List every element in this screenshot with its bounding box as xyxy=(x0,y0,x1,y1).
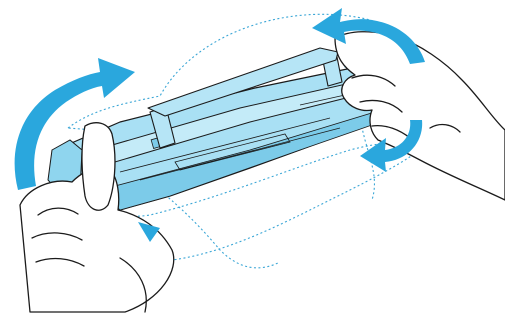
left-hand-thumb xyxy=(82,123,115,211)
